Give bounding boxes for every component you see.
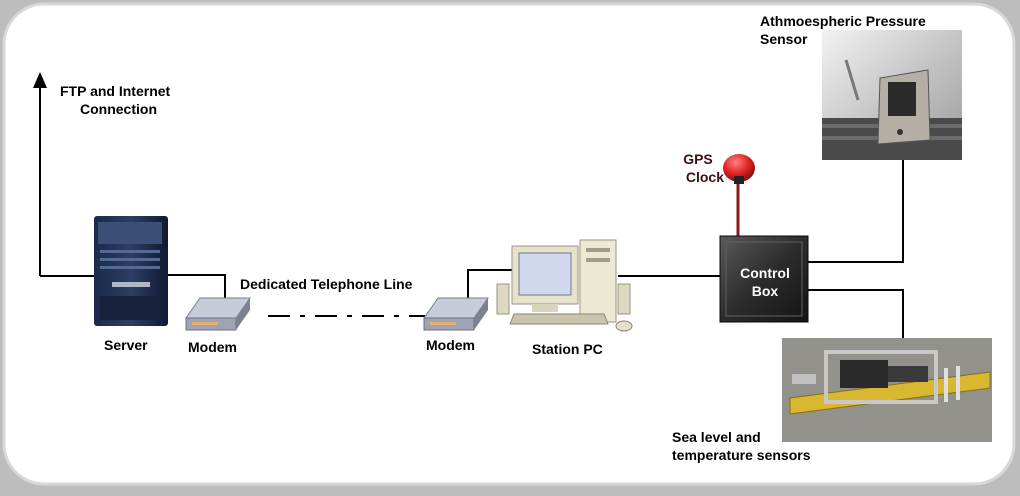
- modem-pc-line: [467, 269, 512, 298]
- station-pc-icon: [496, 239, 633, 332]
- modem-left-label: Modem: [188, 339, 237, 355]
- ftp-label-line: FTP and Internet: [60, 83, 171, 99]
- server-label: Server: [104, 337, 148, 353]
- pressure-sensor-photo: [822, 30, 962, 160]
- gps-clock-label: GPS Clock: [672, 150, 724, 186]
- gps-label-line: GPS: [683, 151, 713, 167]
- modem-icon: [423, 297, 489, 331]
- control-box-label: Control Box: [722, 264, 808, 300]
- pressure-label-line: Athmoespheric Pressure: [760, 13, 926, 29]
- control-box: [719, 235, 809, 323]
- control-box-label-line: Control: [740, 265, 790, 281]
- server-modem-line: [168, 274, 226, 298]
- gps-antenna-icon: [723, 154, 755, 184]
- control-sea-line: [808, 289, 904, 340]
- diagram-panel: [2, 2, 1016, 486]
- ftp-connection-label: FTP and Internet Connection: [60, 82, 170, 118]
- sea-label-line: Sea level and: [672, 429, 761, 445]
- server-icon: [94, 216, 168, 326]
- sea-label-line: temperature sensors: [672, 447, 811, 463]
- control-pressure-line: [808, 150, 904, 263]
- pressure-label-line: Sensor: [760, 31, 808, 47]
- modem-right-label: Modem: [426, 337, 475, 353]
- sea-level-sensor-photo: [782, 338, 992, 442]
- connection-lines: [39, 84, 904, 340]
- gps-label-line: Clock: [685, 169, 724, 185]
- up-arrow-icon: [33, 72, 47, 88]
- telephone-line-label: Dedicated Telephone Line: [240, 276, 413, 292]
- station-pc-label: Station PC: [532, 341, 603, 357]
- ftp-label-line: Connection: [80, 101, 157, 117]
- sea-sensors-label: Sea level and temperature sensors: [672, 428, 811, 464]
- modem-icon: [185, 297, 251, 331]
- pressure-sensor-label: Athmoespheric Pressure Sensor: [760, 12, 926, 48]
- control-box-label-line: Box: [751, 283, 779, 299]
